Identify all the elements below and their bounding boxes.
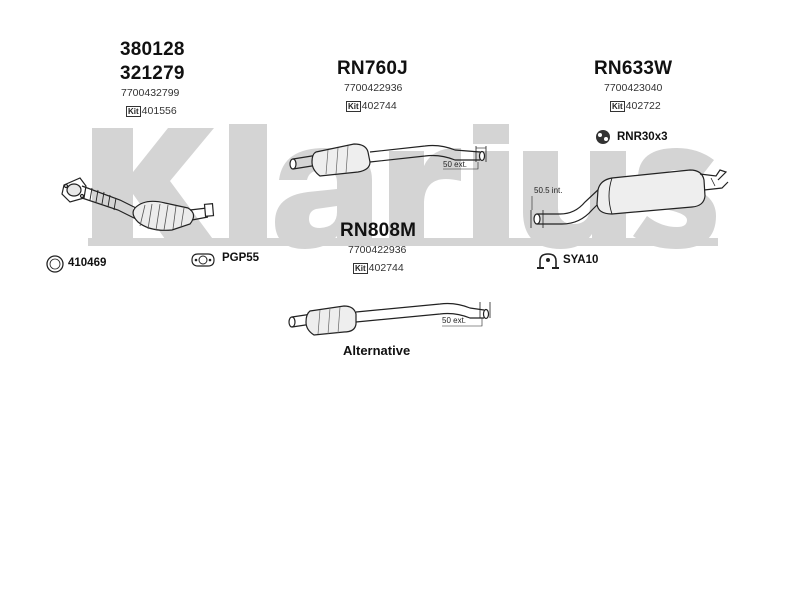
centre-silencer-oe-number: 7700422936 <box>344 82 403 94</box>
kit-label: Kit <box>353 262 368 274</box>
flange-gasket-icon <box>191 253 215 267</box>
kit-label: Kit <box>610 100 625 112</box>
centre-silencer-code: RN760J <box>337 58 408 79</box>
front-pipe-kit-number: 401556 <box>141 105 177 117</box>
centre-silencer-connection: 50 ext. <box>443 160 468 169</box>
front-pipe-kit: Kit 401556 <box>126 105 177 117</box>
alternative-silencer-kit: Kit 402744 <box>353 262 404 274</box>
clamp-label: SYA10 <box>563 254 599 266</box>
kit-label: Kit <box>126 105 141 117</box>
alternative-silencer-kit-number: 402744 <box>368 262 404 274</box>
alternative-silencer-connection: 50 ext. <box>442 316 467 325</box>
rubber-mount-label: RNR30x3 <box>617 131 668 143</box>
alternative-silencer-oe-number: 7700422936 <box>348 244 407 256</box>
flange-gasket-label: PGP55 <box>222 252 260 264</box>
gasket-ring-label: 410469 <box>68 257 107 269</box>
alternative-caption: Alternative <box>343 343 411 358</box>
rear-silencer-kit: Kit 402722 <box>610 100 661 112</box>
clamp-icon <box>537 253 559 269</box>
rear-silencer-code: RN633W <box>594 58 673 79</box>
rear-silencer-oe-number: 7700423040 <box>604 82 663 94</box>
centre-silencer-kit: Kit 402744 <box>346 100 397 112</box>
front-pipe-code-1: 380128 <box>120 39 185 60</box>
front-pipe-oe-number: 7700432799 <box>121 87 180 99</box>
ring-gasket-icon <box>46 255 64 273</box>
rear-silencer-connection: 50.5 int. <box>534 186 563 195</box>
kit-label: Kit <box>346 100 361 112</box>
alternative-silencer-code: RN808M <box>340 220 417 241</box>
front-pipe-code-2: 321279 <box>120 63 185 84</box>
centre-silencer-kit-number: 402744 <box>361 100 397 112</box>
rear-silencer-kit-number: 402722 <box>625 100 661 112</box>
rubber-mount-icon <box>596 130 610 144</box>
